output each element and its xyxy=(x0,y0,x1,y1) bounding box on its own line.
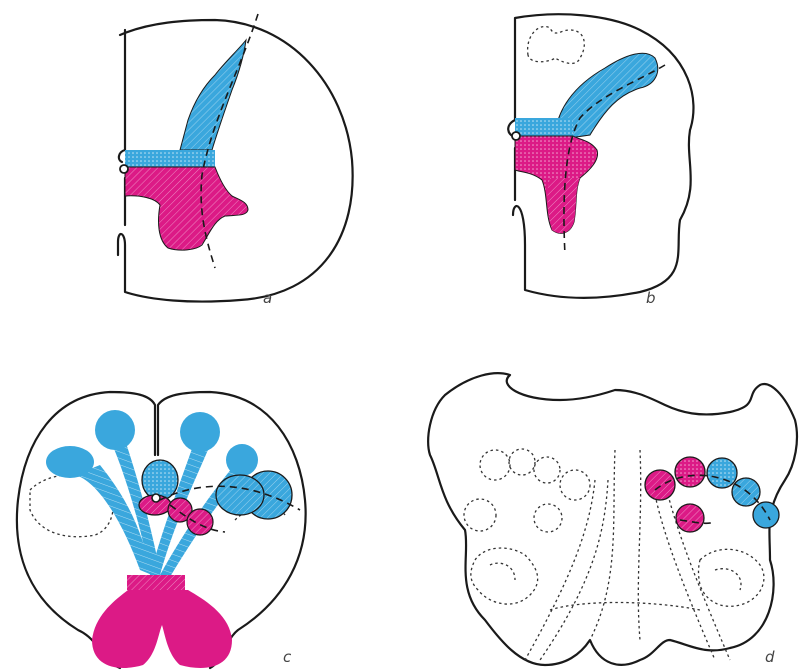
panel-b-dorsal-funiculus-dotted xyxy=(528,27,585,64)
panel-c-blue-bulb-2 xyxy=(46,446,94,478)
panel-c-decussation xyxy=(127,575,185,590)
panel-d-label: d xyxy=(765,648,775,666)
panel-d-blue-nucleus-2 xyxy=(732,478,760,506)
panel-c-ventral-mass-magenta xyxy=(92,590,232,668)
panel-c-label: c xyxy=(283,648,292,666)
panel-a-label: a xyxy=(263,289,272,307)
panel-b-commissure-blue xyxy=(515,118,573,136)
panel-d-dotted-olive-left xyxy=(471,548,538,604)
panel-b-label: b xyxy=(646,289,656,307)
panel-b-central-canal xyxy=(512,132,520,140)
panel-d-dotted-nuclei-left xyxy=(464,449,590,532)
panel-b: b xyxy=(508,14,693,307)
panel-a-commissure-blue xyxy=(125,150,215,167)
panel-d: d xyxy=(428,373,797,666)
panel-a-central-canal xyxy=(120,165,128,173)
panel-d-dotted-olive-right xyxy=(699,549,764,606)
panel-d-mag-nucleus-1 xyxy=(645,470,675,500)
panel-a: a xyxy=(118,14,353,307)
panel-c-central-canal xyxy=(152,494,160,502)
panel-c-blue-bulb-1 xyxy=(95,410,135,450)
panel-d-mag-nucleus-2 xyxy=(675,457,705,487)
panel-c-lateral-blue-nucleus-2 xyxy=(216,475,264,515)
panel-a-ventral-horn-magenta xyxy=(125,167,248,250)
panel-d-blue-nucleus-1 xyxy=(707,458,737,488)
panel-c-blue-bulb-4 xyxy=(226,444,258,476)
panel-a-dorsal-horn-blue xyxy=(180,40,246,150)
panel-c: c xyxy=(17,392,306,668)
panel-d-mag-nucleus-3 xyxy=(676,504,704,532)
panel-c-blue-bulb-3 xyxy=(180,412,220,452)
panel-d-section-outline xyxy=(428,373,797,665)
panel-d-blue-nucleus-3 xyxy=(753,502,779,528)
panel-c-central-mag-nucleus-3 xyxy=(187,509,213,535)
